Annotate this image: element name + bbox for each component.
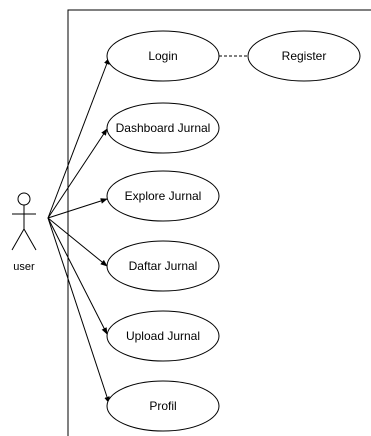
use-case-profil: Profil [106,380,220,432]
use-case-profil-label: Profil [149,399,176,413]
use-case-login: Login [106,30,220,82]
use-case-explore-jurnal: Explore Jurnal [106,170,220,222]
use-case-upload-jurnal-label: Upload Jurnal [126,329,200,343]
system-boundary [67,9,371,436]
use-case-upload-jurnal: Upload Jurnal [106,310,220,362]
actor-label: user [13,261,35,273]
actor-head [17,192,31,206]
actor-left-leg [11,228,25,251]
use-case-login-ellipse [106,30,220,82]
use-case-upload-jurnal-ellipse [106,310,220,362]
association-explore [47,198,108,219]
use-case-dashboard-jurnal: Dashboard Jurnal [106,102,220,154]
association-upload [47,217,108,335]
use-case-daftar-jurnal-ellipse [106,240,220,292]
actor-right-leg [23,228,37,251]
use-case-register-ellipse [247,30,361,82]
association-dashboard [47,128,108,219]
use-case-explore-jurnal-label: Explore Jurnal [125,189,202,203]
use-case-login-label: Login [148,49,177,63]
use-case-explore-jurnal-ellipse [106,170,220,222]
association-lines [47,57,110,404]
association-daftar [47,217,108,267]
association-login [47,57,110,219]
use-case-dashboard-jurnal-ellipse [106,102,220,154]
use-case-profil-ellipse [106,380,220,432]
use-case-dashboard-jurnal-label: Dashboard Jurnal [116,121,211,135]
actor-user: user [11,192,37,273]
use-case-register: Register [247,30,361,82]
use-case-register-label: Register [282,49,327,63]
use-case-daftar-jurnal: Daftar Jurnal [106,240,220,292]
association-profil [47,217,110,404]
use-case-daftar-jurnal-label: Daftar Jurnal [129,259,198,273]
